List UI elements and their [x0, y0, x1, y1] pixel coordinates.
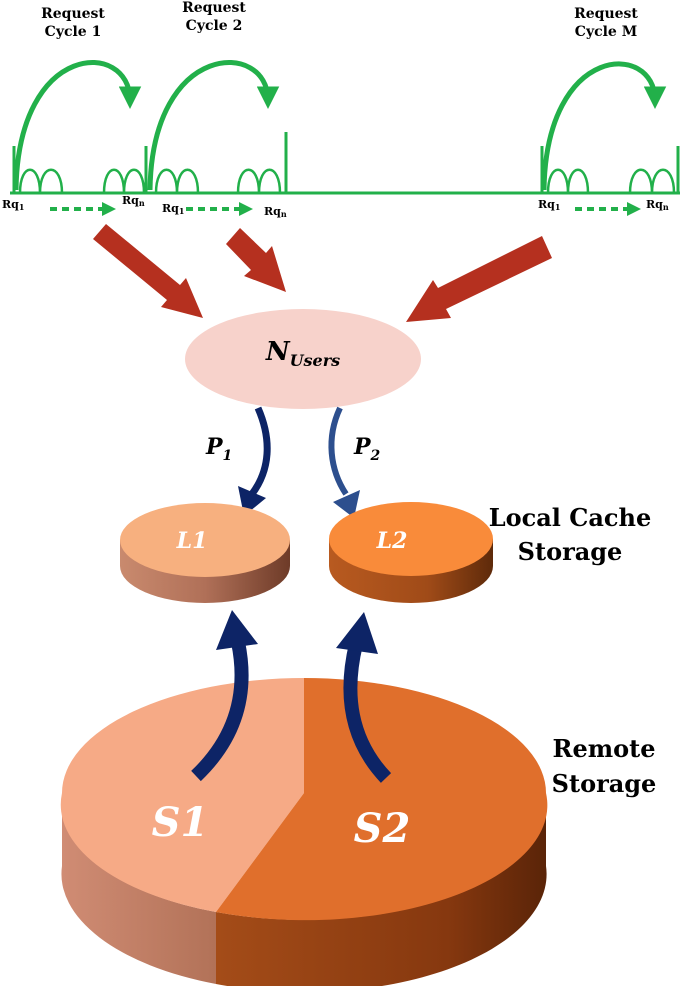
dashed-arrow-head [627, 202, 641, 216]
rq-start-label: Rq1 [538, 198, 560, 212]
l2-label: L2 [376, 528, 408, 554]
cycle-label-line1: Request [574, 6, 638, 22]
users-label: NUsers [265, 337, 340, 370]
p1-label: P1 [205, 434, 232, 464]
small-request-loops-end [102, 168, 146, 194]
dashed-arrow-head [239, 202, 253, 216]
probability-arrows: P1 P2 [205, 406, 381, 518]
cycle-label-line2: Cycle 2 [186, 18, 243, 34]
cycle-arc-arrow [541, 61, 667, 191]
s1-slice [60, 678, 305, 912]
local-storage-label-line2: Storage [518, 537, 623, 566]
rq-end-label: Rqn [122, 194, 145, 208]
red-arrow-cycle-m [406, 236, 552, 322]
dashed-arrow-head [102, 202, 116, 216]
users-ellipse [185, 309, 421, 409]
s1-label: S1 [152, 799, 209, 846]
l2-disk-top [329, 502, 493, 576]
p2-label: P2 [353, 434, 381, 464]
small-request-loops-end [236, 168, 282, 194]
local-cache-l1: L1 [120, 503, 290, 603]
small-request-loops-end [628, 168, 676, 194]
s2-to-l2-arrow-head [336, 612, 378, 654]
local-storage-label-line1: Local Cache [489, 503, 652, 532]
s1-to-l1-arrow-shaft [191, 640, 249, 782]
s2-to-l2-arrow-shaft [343, 642, 392, 783]
cycle-arc-arrow [13, 60, 142, 191]
rq-start-label: Rq1 [162, 202, 184, 216]
request-cycle-2: Request Cycle 2 Rq1 Rqn [147, 0, 288, 219]
rq-end-label: Rqn [646, 198, 669, 212]
p2-arrow-shaft [328, 406, 349, 496]
rq-start-label: Rq1 [2, 198, 24, 212]
p2-arrow-head [333, 490, 360, 518]
small-request-loops-start [18, 168, 64, 194]
cycle-label-line2: Cycle M [575, 24, 637, 40]
red-arrow-cycle-2 [226, 228, 286, 292]
remote-storage: S1 S2 [60, 678, 548, 986]
p1-arrow-shaft [249, 406, 271, 497]
aggregation-arrows [93, 224, 552, 322]
s1-side [61, 805, 216, 984]
s1-to-l1-arrow-head [216, 610, 258, 650]
remote-storage-label-line2: Storage [552, 769, 657, 798]
red-arrow-cycle-1 [93, 224, 203, 318]
cycle-label-line1: Request [182, 0, 246, 16]
cycle-label-line1: Request [41, 6, 105, 22]
local-cache-l2: L2 [329, 502, 493, 603]
rq-end-label: Rqn [264, 205, 287, 219]
small-request-loops-start [546, 168, 590, 194]
request-cycle-1: Request Cycle 1 Rq1 Rqn [2, 6, 148, 216]
l1-disk-top [120, 503, 290, 577]
users-node: NUsers [185, 309, 421, 409]
cycle-arc-arrow [147, 60, 280, 191]
remote-storage-label-line1: Remote [553, 734, 656, 763]
s2-label: S2 [354, 805, 411, 852]
fetch-arrows [191, 610, 392, 783]
small-request-loops-start [154, 168, 200, 194]
s2-slice [216, 678, 548, 921]
cycle-label-line2: Cycle 1 [45, 24, 102, 40]
request-cycle-m: Request Cycle M Rq1 Rqn [538, 6, 680, 216]
s2-side [216, 805, 547, 986]
l1-label: L1 [176, 528, 208, 554]
